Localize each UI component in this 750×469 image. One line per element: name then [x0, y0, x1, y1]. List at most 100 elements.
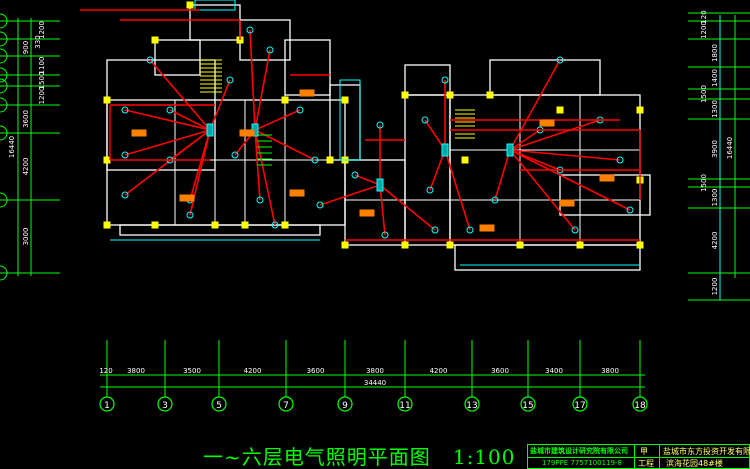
wire [379, 184, 386, 236]
column [281, 96, 289, 104]
wire [509, 119, 601, 151]
axis-label: 13 [466, 401, 477, 411]
axis-label: 17 [574, 401, 585, 411]
dimension-label: 120 [99, 367, 112, 375]
light-fixture [376, 121, 384, 129]
wall [239, 19, 291, 61]
axis-bubble [278, 396, 294, 412]
column [401, 241, 409, 249]
light-fixture [296, 106, 304, 114]
wire [149, 59, 211, 131]
dimension-label: 3800 [127, 367, 145, 375]
dimension-label: 900 [22, 41, 30, 54]
dimension-label: 3900 [711, 140, 719, 158]
light-fixture [266, 46, 274, 54]
column [341, 241, 349, 249]
axis-bubble [211, 396, 227, 412]
light-fixture [571, 226, 579, 234]
light-fixture [381, 231, 389, 239]
distribution-box [206, 123, 214, 137]
distribution-box [506, 143, 514, 157]
dimension-label: 3600 [307, 367, 325, 375]
total-dimension-label: 16440 [8, 136, 16, 158]
wire [509, 59, 561, 151]
wall [404, 64, 451, 96]
axis-label: 11 [399, 401, 410, 411]
wall [344, 159, 406, 246]
axis-bubble [0, 78, 8, 94]
room-label [559, 199, 575, 207]
project-name: 滨海花园48#楼 [666, 459, 723, 468]
column [341, 96, 349, 104]
axis-bubble [464, 396, 480, 412]
light-fixture [146, 56, 154, 64]
light-fixture [166, 106, 174, 114]
certificate-number: 179PPE 7757100119-8 [542, 459, 622, 467]
wire [124, 129, 211, 156]
column [556, 106, 564, 114]
distribution-box [441, 143, 449, 157]
dimension-label: 1500 [38, 72, 46, 90]
title-text: 一~六层电气照明平面图 [203, 445, 431, 469]
column [486, 91, 494, 99]
divider [634, 445, 635, 469]
dimension-label: 1300 [711, 100, 719, 118]
dimension-label: 3800 [601, 367, 619, 375]
dimension-label: 3400 [545, 367, 563, 375]
wire [354, 174, 381, 186]
column [636, 241, 644, 249]
dimension-label: 330 [34, 35, 42, 48]
wire [254, 109, 301, 131]
dimension-label: 4200 [244, 367, 262, 375]
light-fixture [186, 211, 194, 219]
axis-bubble [0, 192, 8, 208]
wire [124, 109, 211, 131]
wire [209, 79, 231, 131]
dimension-label: 3600 [491, 367, 509, 375]
light-fixture [226, 76, 234, 84]
room-label [479, 224, 495, 232]
dimension-label: 1400 [711, 69, 719, 87]
axis-label: 7 [283, 401, 289, 411]
light-fixture [351, 171, 359, 179]
light-fixture [256, 196, 264, 204]
room-label [179, 194, 195, 202]
light-fixture [121, 191, 129, 199]
dimension-label: 1500 [700, 174, 708, 192]
wire [509, 149, 576, 231]
divider [528, 457, 749, 458]
wire [249, 29, 256, 131]
dimension-label: 120 [700, 10, 708, 23]
axis-label: 9 [342, 401, 348, 411]
light-fixture [316, 201, 324, 209]
wall [106, 99, 346, 226]
axis-label: 3 [162, 401, 168, 411]
balcony-outline [194, 0, 236, 11]
axis-bubble [337, 396, 353, 412]
room-label [239, 129, 255, 137]
axis-label: 18 [634, 401, 646, 411]
dimension-label: 1800 [711, 44, 719, 62]
wall [454, 244, 641, 271]
dimension-label: 3600 [22, 110, 30, 128]
axis-label: 5 [216, 401, 222, 411]
axis-bubble [572, 396, 588, 412]
wall [154, 39, 201, 76]
room-label [299, 89, 315, 97]
light-fixture [246, 26, 254, 34]
column [281, 221, 289, 229]
light-fixture [441, 76, 449, 84]
wall [106, 59, 216, 171]
dimension-label: 1100 [38, 57, 46, 75]
drawing-title: 一~六层电气照明平面图 1:100 [203, 441, 515, 469]
light-fixture [271, 221, 279, 229]
column [151, 36, 159, 44]
wire [319, 184, 381, 206]
dimension-label: 4200 [430, 367, 448, 375]
column [516, 241, 524, 249]
column [636, 106, 644, 114]
wire [254, 49, 271, 131]
dimension-label: 1200 [700, 21, 708, 39]
